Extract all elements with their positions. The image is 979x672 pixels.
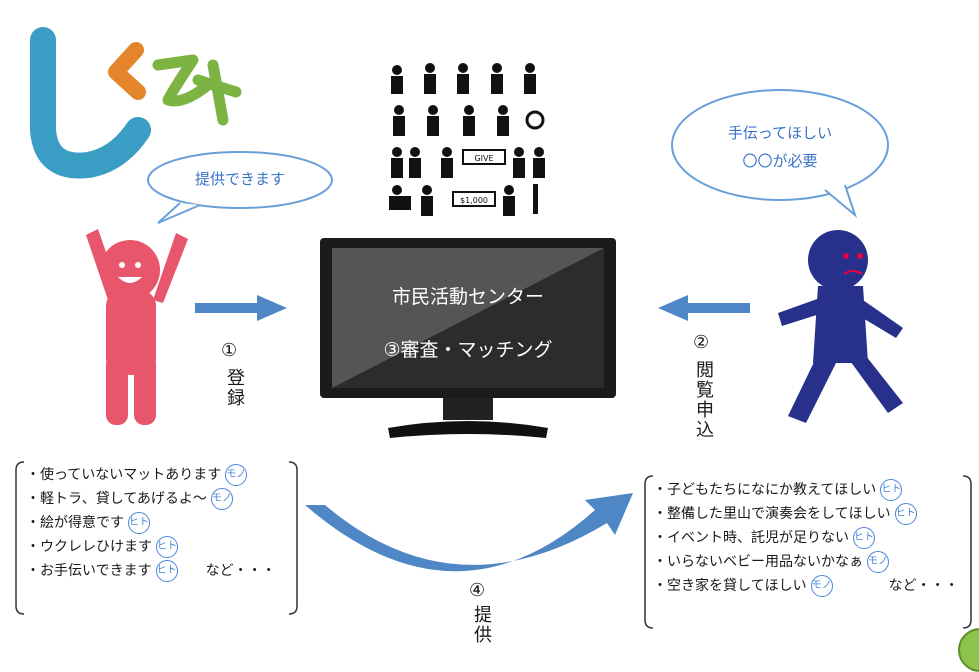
list-item: ・ウクレレひけますヒト — [26, 535, 276, 559]
monitor-stand — [388, 421, 548, 438]
right-bubble-text-line1: 手伝ってほしい — [727, 124, 833, 142]
left-offer-list: ・使っていないマットありますモノ ・軽トラ、貸してあげるよ～モノ ・絵が得意です… — [26, 463, 276, 583]
hito-tag: ヒト — [853, 527, 875, 549]
title-ku-stroke — [108, 42, 146, 100]
happy-person-icon — [86, 229, 188, 425]
pictogram-row-2 — [393, 105, 545, 136]
pictogram-sign-text: GIVE — [474, 154, 493, 163]
list-item: ・お手伝いできますヒトなど・・・ — [26, 559, 276, 583]
mono-tag: モノ — [225, 464, 248, 486]
activity-pictogram-panel: GIVE $1,000 — [385, 60, 550, 235]
list-item: ・整備した里山で演奏会をしてほしいヒト — [653, 502, 959, 526]
mono-tag: モノ — [810, 575, 833, 597]
mono-tag: モノ — [867, 551, 889, 573]
apply-arrow-icon — [658, 295, 750, 321]
list-item: ・空き家を貸してほしいモノなど・・・ — [653, 574, 959, 598]
register-arrow-icon — [195, 295, 287, 321]
hito-tag: ヒト — [155, 560, 178, 582]
list-item: ・絵が得意ですヒト — [26, 511, 276, 535]
monitor-title: 市民活動センター — [391, 286, 544, 308]
title — [8, 10, 248, 180]
list-item: ・使っていないマットありますモノ — [26, 463, 276, 487]
hito-tag: ヒト — [880, 479, 903, 501]
mono-tag: モノ — [210, 488, 233, 510]
sad-person-icon — [778, 230, 903, 423]
pictogram-row-1 — [391, 63, 536, 94]
title-mi-stroke — [152, 54, 242, 126]
right-speech-bubble — [671, 89, 889, 219]
monitor — [318, 238, 618, 448]
provide-curved-arrow-icon — [305, 493, 633, 572]
list-item: ・いらないベビー用品ないかなぁモノ — [653, 550, 959, 574]
right-bubble-text-line2: 〇〇が必要 — [742, 152, 818, 170]
pictogram-money-text: $1,000 — [460, 196, 488, 205]
step-apply-label: 閲覧申込 — [693, 360, 714, 440]
title-shi-stroke — [30, 27, 151, 179]
left-speech-bubble — [147, 151, 333, 224]
monitor-matching-text: ③審査・マッチング — [383, 339, 553, 361]
left-bubble-text: 提供できます — [194, 170, 285, 188]
step-register-label: 登録 — [224, 368, 245, 408]
list-item: ・軽トラ、貸してあげるよ～モノ — [26, 487, 276, 511]
hito-tag: ヒト — [128, 512, 150, 534]
step-register-num: ① — [221, 340, 238, 361]
step-provide-num: ④ — [469, 580, 486, 601]
pictogram-row-3 — [391, 147, 545, 178]
left-list-etc: など・・・ — [205, 563, 276, 579]
list-item: ・イベント時、託児が足りないヒト — [653, 526, 959, 550]
hito-tag: ヒト — [894, 503, 917, 525]
pictogram-row-4 — [389, 184, 538, 216]
right-request-list: ・子どもたちになにか教えてほしいヒト ・整備した里山で演奏会をしてほしいヒト ・… — [653, 478, 959, 598]
right-list-etc: など・・・ — [888, 578, 959, 594]
monitor-neck — [443, 398, 493, 420]
right-list-bracket — [644, 475, 972, 629]
step-apply-num: ② — [693, 332, 710, 353]
hito-tag: ヒト — [156, 536, 178, 558]
step-provide-label: 提供 — [471, 605, 492, 645]
corner-decoration — [958, 628, 979, 672]
left-list-bracket — [15, 461, 298, 615]
list-item: ・子どもたちになにか教えてほしいヒト — [653, 478, 959, 502]
